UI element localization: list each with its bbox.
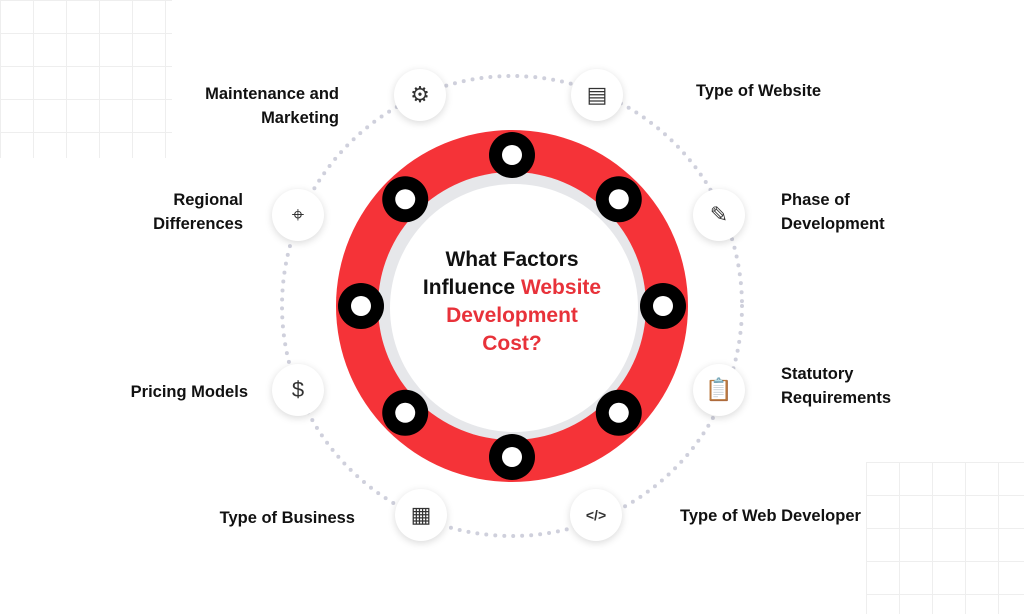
code-monitor-icon: </> [570, 489, 622, 541]
label-pricing-models: Pricing Models [130, 383, 248, 401]
ring-knob-hole [653, 296, 673, 316]
label-type-of-website: Type of Website [696, 82, 821, 100]
growth-chart-icon: ⚙ [394, 69, 446, 121]
ring-knob-hole [608, 189, 629, 210]
clipboard-icon: 📋 [693, 364, 745, 416]
ring-knob-hole [502, 447, 522, 467]
background-grid-bottom-right [866, 462, 1024, 614]
ring-knob-hole [351, 296, 371, 316]
website-layout-icon: ▤ [571, 69, 623, 121]
title-word-influence: Influence [422, 276, 516, 299]
documents-icon: ✎ [693, 189, 745, 241]
ring-knob-hole [395, 189, 416, 210]
ring-knob-hole [395, 402, 416, 423]
background-grid-top-left [0, 0, 172, 158]
title-word-development: Development [446, 304, 578, 327]
label-type-of-web-developer: Type of Web Developer [680, 507, 861, 525]
inner-disk [390, 184, 638, 432]
ring-knob-hole [502, 145, 522, 165]
price-tag-icon: $ [272, 364, 324, 416]
location-route-icon: ⌖ [272, 189, 324, 241]
title-line-1: What Factors [445, 248, 579, 271]
ring-knob-hole [608, 402, 629, 423]
center-title: What Factors Influence Website Developme… [402, 246, 622, 358]
title-word-cost: Cost? [482, 332, 542, 355]
dotted-orbit [280, 74, 744, 538]
title-word-website: Website [520, 276, 602, 299]
business-icon: ▦ [395, 489, 447, 541]
label-type-of-business: Type of Business [219, 509, 355, 527]
